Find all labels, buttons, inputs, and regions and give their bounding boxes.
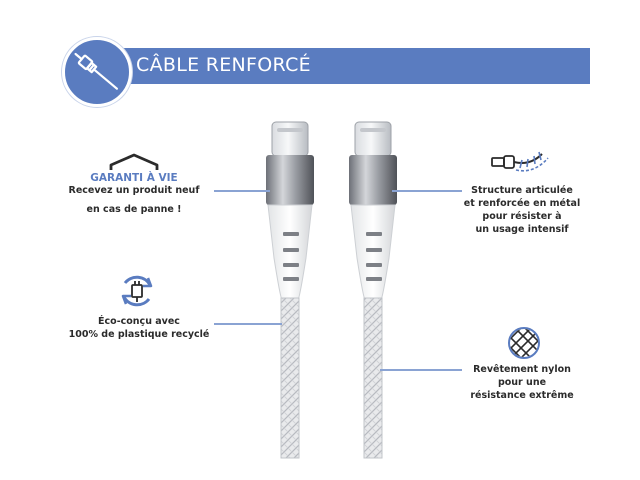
feature-warranty: GARANTI À VIE Recevez un produit neuf en… [64,170,204,216]
feature-nylon: Revêtement nylon pour une résistance ext… [462,363,582,402]
eco-line1: Éco-conçu avec [98,316,180,327]
connector-structure [392,190,462,192]
recycle-plug-icon [117,271,157,311]
cable-icon [74,52,119,90]
nylon-line2: pour une [497,377,547,388]
structure-line3: pour résister à [482,211,562,222]
warranty-title: GARANTI À VIE [90,172,178,184]
feature-structure: Structure articulée et renforcée en méta… [452,184,592,236]
title-banner: CÂBLE RENFORCÉ [98,48,590,84]
structure-line2: et renforcée en métal [463,198,581,209]
banner-title: CÂBLE RENFORCÉ [136,54,311,76]
left-cable [266,121,314,459]
nylon-line3: résistance extrême [470,390,574,401]
warranty-line2: en cas de panne ! [82,203,186,216]
structure-line1: Structure articulée [471,185,573,196]
connector-nylon [380,369,462,371]
nylon-line1: Revêtement nylon [473,364,571,375]
structure-line4: un usage intensif [475,224,569,235]
right-cable [349,121,397,459]
eco-line2: 100% de plastique recyclé [68,329,210,340]
articulated-cable-icon [490,146,552,180]
cable-badge [62,37,132,107]
braided-mesh-icon [507,326,541,360]
warranty-line1: Recevez un produit neuf [68,185,200,196]
connector-warranty [214,190,270,192]
connector-eco [214,323,282,325]
feature-eco: Éco-conçu avec 100% de plastique recyclé [64,315,214,341]
